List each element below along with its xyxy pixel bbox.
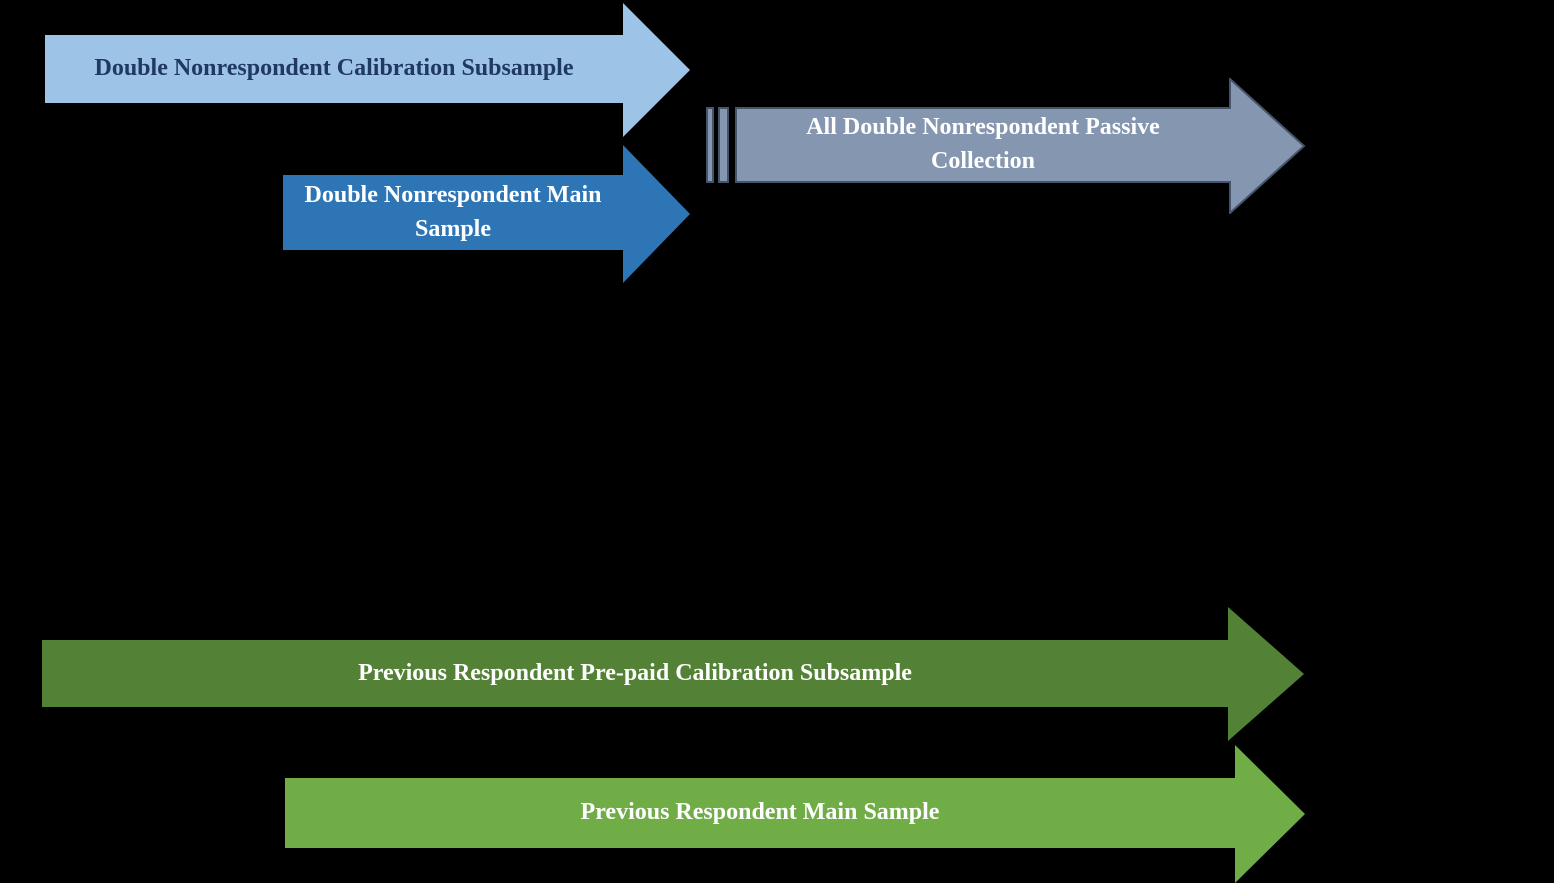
arrow-dnr-calibration-subsample [45,3,690,137]
arrow-prev-respondent-main [285,745,1305,883]
arrow-shape-dnr-calibration [45,3,690,137]
arrow-prev-respondent-calibration [42,607,1304,741]
arrow-dnr-passive-collection [706,78,1306,214]
arrow-shape-prev-calibration [42,607,1304,741]
arrow-dnr-main-sample [283,145,690,283]
arrow-shape-dnr-passive [735,78,1306,214]
arrow-shape-prev-main [285,745,1305,883]
passive-start-bar-1 [706,107,714,183]
arrow-shape-dnr-main [283,145,690,283]
passive-start-bar-2 [718,107,729,183]
